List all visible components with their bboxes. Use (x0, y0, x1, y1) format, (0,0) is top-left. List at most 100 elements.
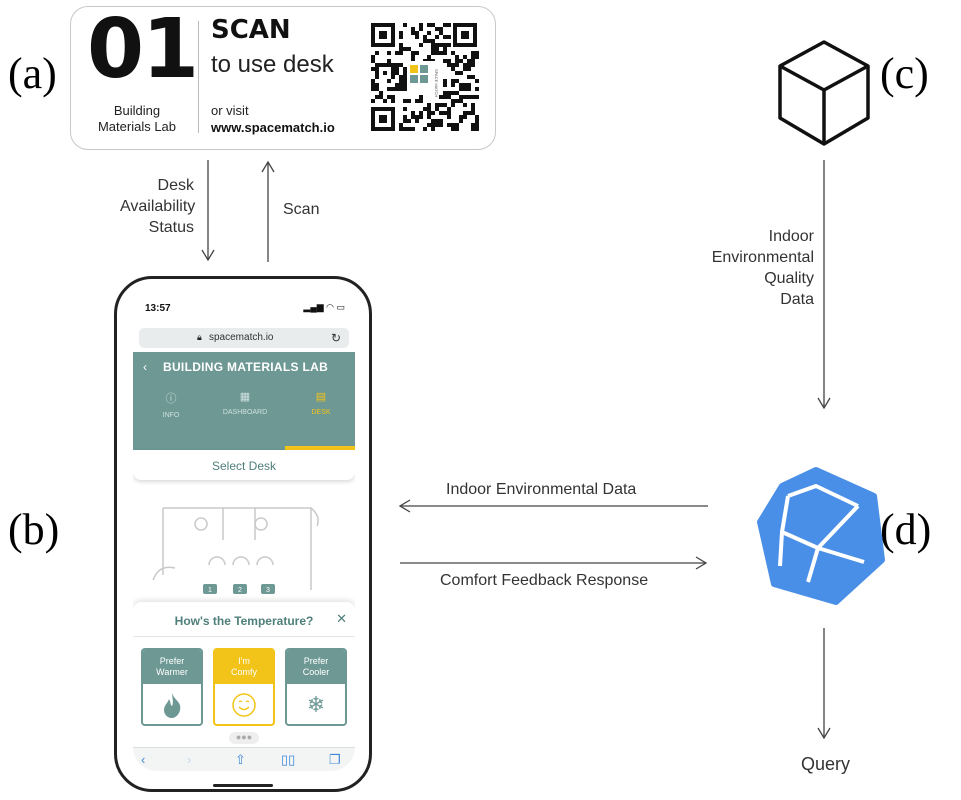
desk-marker-3[interactable] (261, 584, 275, 594)
desk-marker-2[interactable] (233, 584, 247, 594)
browser-back-icon[interactable]: ‹ (141, 752, 146, 767)
qr-module (415, 51, 419, 55)
desk-availability-label: Desk Availability Status (120, 175, 195, 238)
desk-marker-1[interactable] (203, 584, 217, 594)
qr-module (467, 95, 471, 99)
qr-module (467, 59, 471, 63)
tab-info[interactable]: ⓘ INFO (141, 390, 201, 419)
qr-module (423, 107, 427, 111)
qr-module (415, 119, 419, 123)
qr-module (431, 119, 435, 123)
comfort-feedback-label: Comfort Feedback Response (440, 572, 649, 589)
smile-icon (215, 686, 273, 724)
active-tab-indicator (285, 446, 355, 450)
im-comfy-button[interactable]: I'm Comfy (213, 648, 275, 726)
qr-module (415, 115, 419, 119)
select-desk-header[interactable]: Select Desk (133, 450, 355, 480)
qr-module (471, 55, 475, 59)
qr-module (427, 107, 431, 111)
qr-module (475, 119, 479, 123)
phone-screen: 13:57 ▂▄▆ ◠ ▭ 🔒︎ spacematch.io ↻ ‹ BUILD… (133, 292, 355, 771)
qr-module (463, 55, 467, 59)
qr-module (427, 39, 431, 43)
desk-markers[interactable]: 1 2 3 (203, 584, 275, 594)
qr-module (423, 39, 427, 43)
prefer-cooler-line2: Cooler (302, 667, 330, 677)
qr-module (399, 51, 403, 55)
pagination-dots[interactable]: ●●● (229, 732, 259, 744)
qr-module (471, 59, 475, 63)
prefer-cooler-button[interactable]: Prefer Cooler ❄ (285, 648, 347, 726)
qr-module (459, 119, 463, 123)
qr-module (471, 63, 475, 67)
qr-module (475, 95, 479, 99)
scan-subheading: to use desk (211, 51, 334, 78)
polyhedron-logo-icon (757, 467, 885, 605)
qr-module (447, 95, 451, 99)
floor-plan[interactable]: 1 2 3 (133, 480, 355, 620)
qr-module (375, 75, 379, 79)
qr-module (403, 71, 407, 75)
qr-finder-top-left (371, 23, 395, 47)
back-chevron-icon[interactable]: ‹ (143, 360, 147, 374)
close-icon[interactable]: ✕ (336, 611, 347, 626)
qr-code-icon[interactable]: SPACE MATCH (369, 21, 479, 133)
qr-module (403, 107, 407, 111)
qr-module (399, 35, 403, 39)
prefer-warmer-line2: Warmer (156, 667, 188, 677)
card-divider (198, 21, 199, 133)
qr-module (435, 35, 439, 39)
ieq-label: Indoor Environmental Quality Data (680, 226, 814, 310)
qr-module (447, 35, 451, 39)
qr-module (459, 71, 463, 75)
tab-desk[interactable]: ▤ DESK (291, 390, 351, 416)
qr-module (379, 63, 383, 67)
qr-module (399, 87, 403, 91)
qr-module (403, 99, 407, 103)
indoor-env-data-label: Indoor Environmental Data (446, 481, 637, 498)
qr-module (435, 43, 439, 47)
qr-module (455, 99, 459, 103)
browser-url-bar[interactable]: 🔒︎ spacematch.io ↻ (139, 328, 349, 348)
phone-mockup: 13:57 ▂▄▆ ◠ ▭ 🔒︎ spacematch.io ↻ ‹ BUILD… (114, 276, 374, 794)
qr-module (419, 43, 423, 47)
tab-dashboard[interactable]: ▦ DASHBOARD (215, 390, 275, 416)
qr-module (443, 23, 447, 27)
qr-module (439, 43, 443, 47)
qr-module (427, 31, 431, 35)
qr-module (391, 99, 395, 103)
qr-module (455, 71, 459, 75)
prefer-warmer-button[interactable]: Prefer Warmer (141, 648, 203, 726)
qr-module (451, 79, 455, 83)
qr-module (435, 51, 439, 55)
qr-module (403, 83, 407, 87)
qr-module (391, 71, 395, 75)
qr-module (399, 43, 403, 47)
qr-module (443, 51, 447, 55)
qr-module (431, 43, 435, 47)
qr-module (407, 99, 411, 103)
popup-title: How's the Temperature? (174, 614, 314, 628)
qr-module (383, 63, 387, 67)
qr-module (419, 23, 423, 27)
qr-module (387, 95, 391, 99)
qr-module (455, 91, 459, 95)
qr-module (439, 123, 443, 127)
bookmarks-icon[interactable]: ▯▯ (281, 752, 296, 767)
tabs-icon[interactable]: ❐ (329, 752, 341, 767)
share-icon[interactable]: ⇧ (235, 752, 246, 767)
qr-module (435, 123, 439, 127)
qr-module (431, 123, 435, 127)
ieq-line4: Data (780, 291, 814, 308)
qr-module (387, 59, 391, 63)
qr-module (467, 67, 471, 71)
qr-module (395, 51, 399, 55)
qr-module (471, 123, 475, 127)
desk-qr-card: 01 Building Materials Lab SCAN to use de… (70, 6, 496, 150)
qr-module (375, 87, 379, 91)
qr-module (411, 127, 415, 131)
reload-icon[interactable]: ↻ (330, 331, 341, 345)
app-header: ‹ BUILDING MATERIALS LAB ⓘ INFO ▦ DASHBO… (133, 352, 355, 450)
browser-forward-icon[interactable]: › (187, 752, 192, 767)
panel-label-a: (a) (8, 49, 57, 98)
